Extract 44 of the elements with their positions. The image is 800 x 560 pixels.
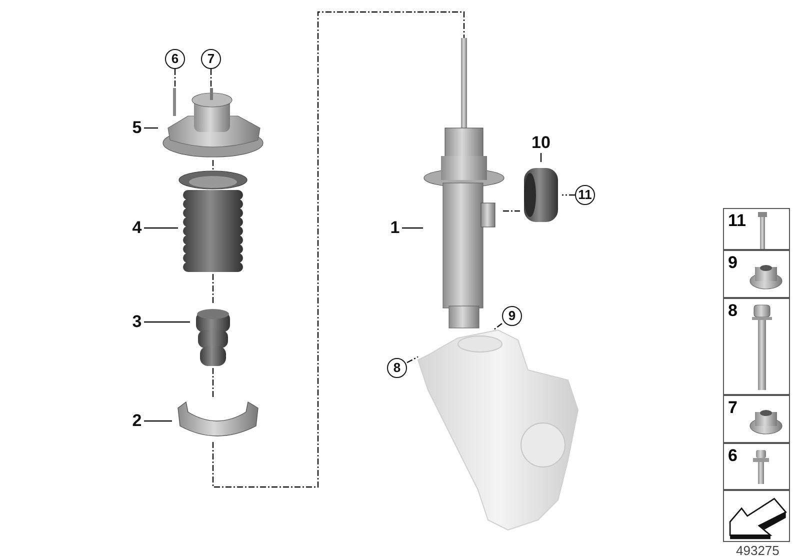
callout-number: 1 [388,218,402,238]
callout-number: 3 [130,312,144,332]
leader-line [144,227,178,229]
leader-line [540,153,542,162]
leader-line [174,69,176,88]
assembly-line [212,11,465,488]
part-cell [723,298,790,395]
shock-absorber-drawing [423,38,503,328]
callout-number: 9 [502,306,522,326]
callout-number: 6 [728,446,738,466]
assembly-line [212,274,214,304]
diagram-number: 493275 [736,543,780,558]
callout-number: 2 [130,411,144,431]
assembly-line [503,210,520,212]
callout-number: 9 [728,253,738,273]
callout-number: 7 [728,398,738,418]
callout-number: 4 [130,218,144,238]
part-cell [723,395,790,443]
dust-boot-drawing [178,170,248,274]
callout-number: 8 [387,358,407,378]
leader-line [406,356,418,364]
assembly-line [212,160,214,170]
callout-number: 11 [728,211,746,231]
callout-number: 6 [165,49,185,69]
callout-number: 11 [575,185,595,205]
callout-number: 8 [728,301,738,321]
assembly-line [212,368,214,398]
callout-number: 10 [529,133,553,153]
bolt-drawing [752,305,772,391]
part-cell [723,443,790,490]
callout-number: 7 [201,49,221,69]
leader-line [562,194,575,196]
hex-nut-drawing [750,408,782,434]
callout-number: 5 [130,118,144,138]
part-cell [723,208,790,250]
hex-nut-drawing [750,263,782,289]
part-cell [723,250,790,298]
bolt-drawing [752,450,770,486]
leader-line [402,227,423,229]
leader-line [492,323,502,330]
leader-line [144,127,158,129]
leader-line [144,420,172,422]
leader-line [210,69,212,88]
leader-line [144,321,190,323]
